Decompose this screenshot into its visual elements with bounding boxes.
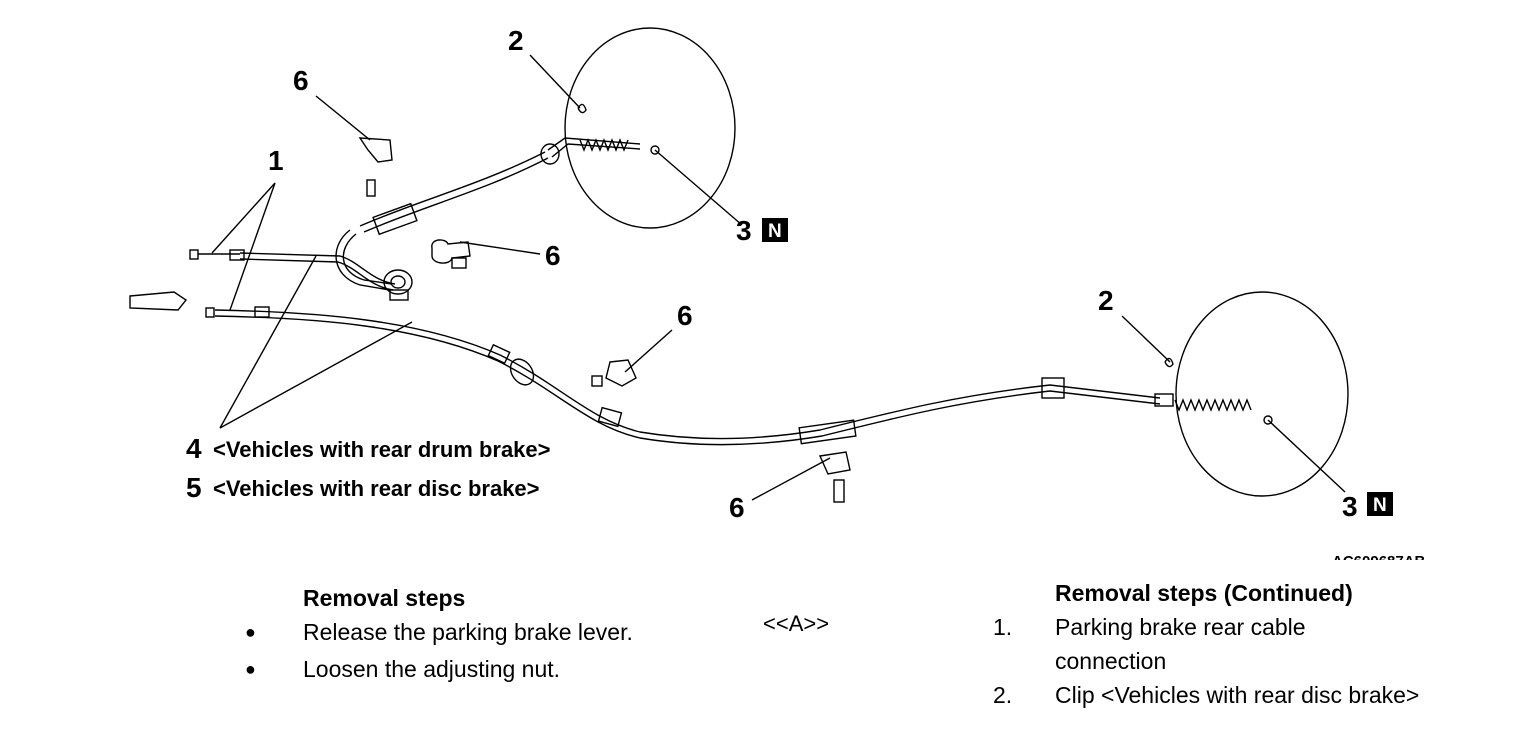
figure-id: AC609687AB: [1332, 553, 1426, 560]
callout-3-lower: 3: [1342, 491, 1358, 522]
callout-2-upper: 2: [508, 25, 524, 56]
callout-6-upper-left: 6: [293, 65, 309, 96]
step-text: Release the parking brake lever.: [303, 619, 633, 645]
callout-6-middle: 6: [677, 300, 693, 331]
removal-step: ● Release the parking brake lever.: [245, 615, 633, 649]
lower-cable: [205, 306, 1273, 446]
clip-hardware: [129, 137, 851, 503]
note-number-4: 4: [186, 433, 202, 464]
upper-cable: [189, 103, 660, 301]
callout-3-upper: 3: [736, 215, 752, 246]
removal-step: 1. Parking brake rear cable: [993, 610, 1419, 644]
removal-step-continuation: connection: [1055, 644, 1419, 678]
callout-6-lower: 6: [729, 492, 745, 523]
step-text: connection: [1055, 648, 1167, 674]
callout-6-upper-right: 6: [545, 240, 561, 271]
removal-steps-continued-title: Removal steps (Continued): [1055, 580, 1353, 606]
bullet-icon: ●: [245, 622, 256, 642]
svg-text:N: N: [1373, 495, 1387, 516]
removal-step: 2. Clip <Vehicles with rear disc brake>: [993, 678, 1420, 712]
step-text: Loosen the adjusting nut.: [303, 656, 561, 682]
step-number: 2.: [993, 682, 1013, 708]
leader-lines: [211, 54, 1346, 501]
service-point-ref: <<A>>: [763, 611, 830, 636]
callout-1: 1: [268, 145, 284, 176]
upper-brake-outline: [564, 27, 736, 229]
torque-mark-lower: N: [1367, 492, 1393, 516]
callout-2-lower: 2: [1098, 285, 1114, 316]
removal-steps-right: Removal steps (Continued) 1. Parking bra…: [993, 576, 1420, 712]
svg-text:N: N: [768, 221, 782, 242]
note-number-5: 5: [186, 472, 202, 503]
lower-brake-outline: [1175, 291, 1349, 497]
parking-brake-cable-diagram: 1 2 6 3 6 6 2 3 6 N N 4 <Vehicles with r…: [129, 25, 1426, 560]
step-text: Clip <Vehicles with rear disc brake>: [1055, 682, 1420, 708]
step-text: Parking brake rear cable: [1055, 614, 1306, 640]
removal-steps-left: Removal steps ● Release the parking brak…: [245, 581, 633, 686]
note-text-4: <Vehicles with rear drum brake>: [213, 437, 551, 462]
removal-step: ● Loosen the adjusting nut.: [245, 652, 633, 686]
step-number: 1.: [993, 614, 1013, 640]
note-text-5: <Vehicles with rear disc brake>: [213, 476, 540, 501]
removal-steps-title: Removal steps: [303, 585, 466, 611]
bullet-icon: ●: [245, 659, 256, 679]
torque-mark-upper: N: [762, 218, 788, 242]
